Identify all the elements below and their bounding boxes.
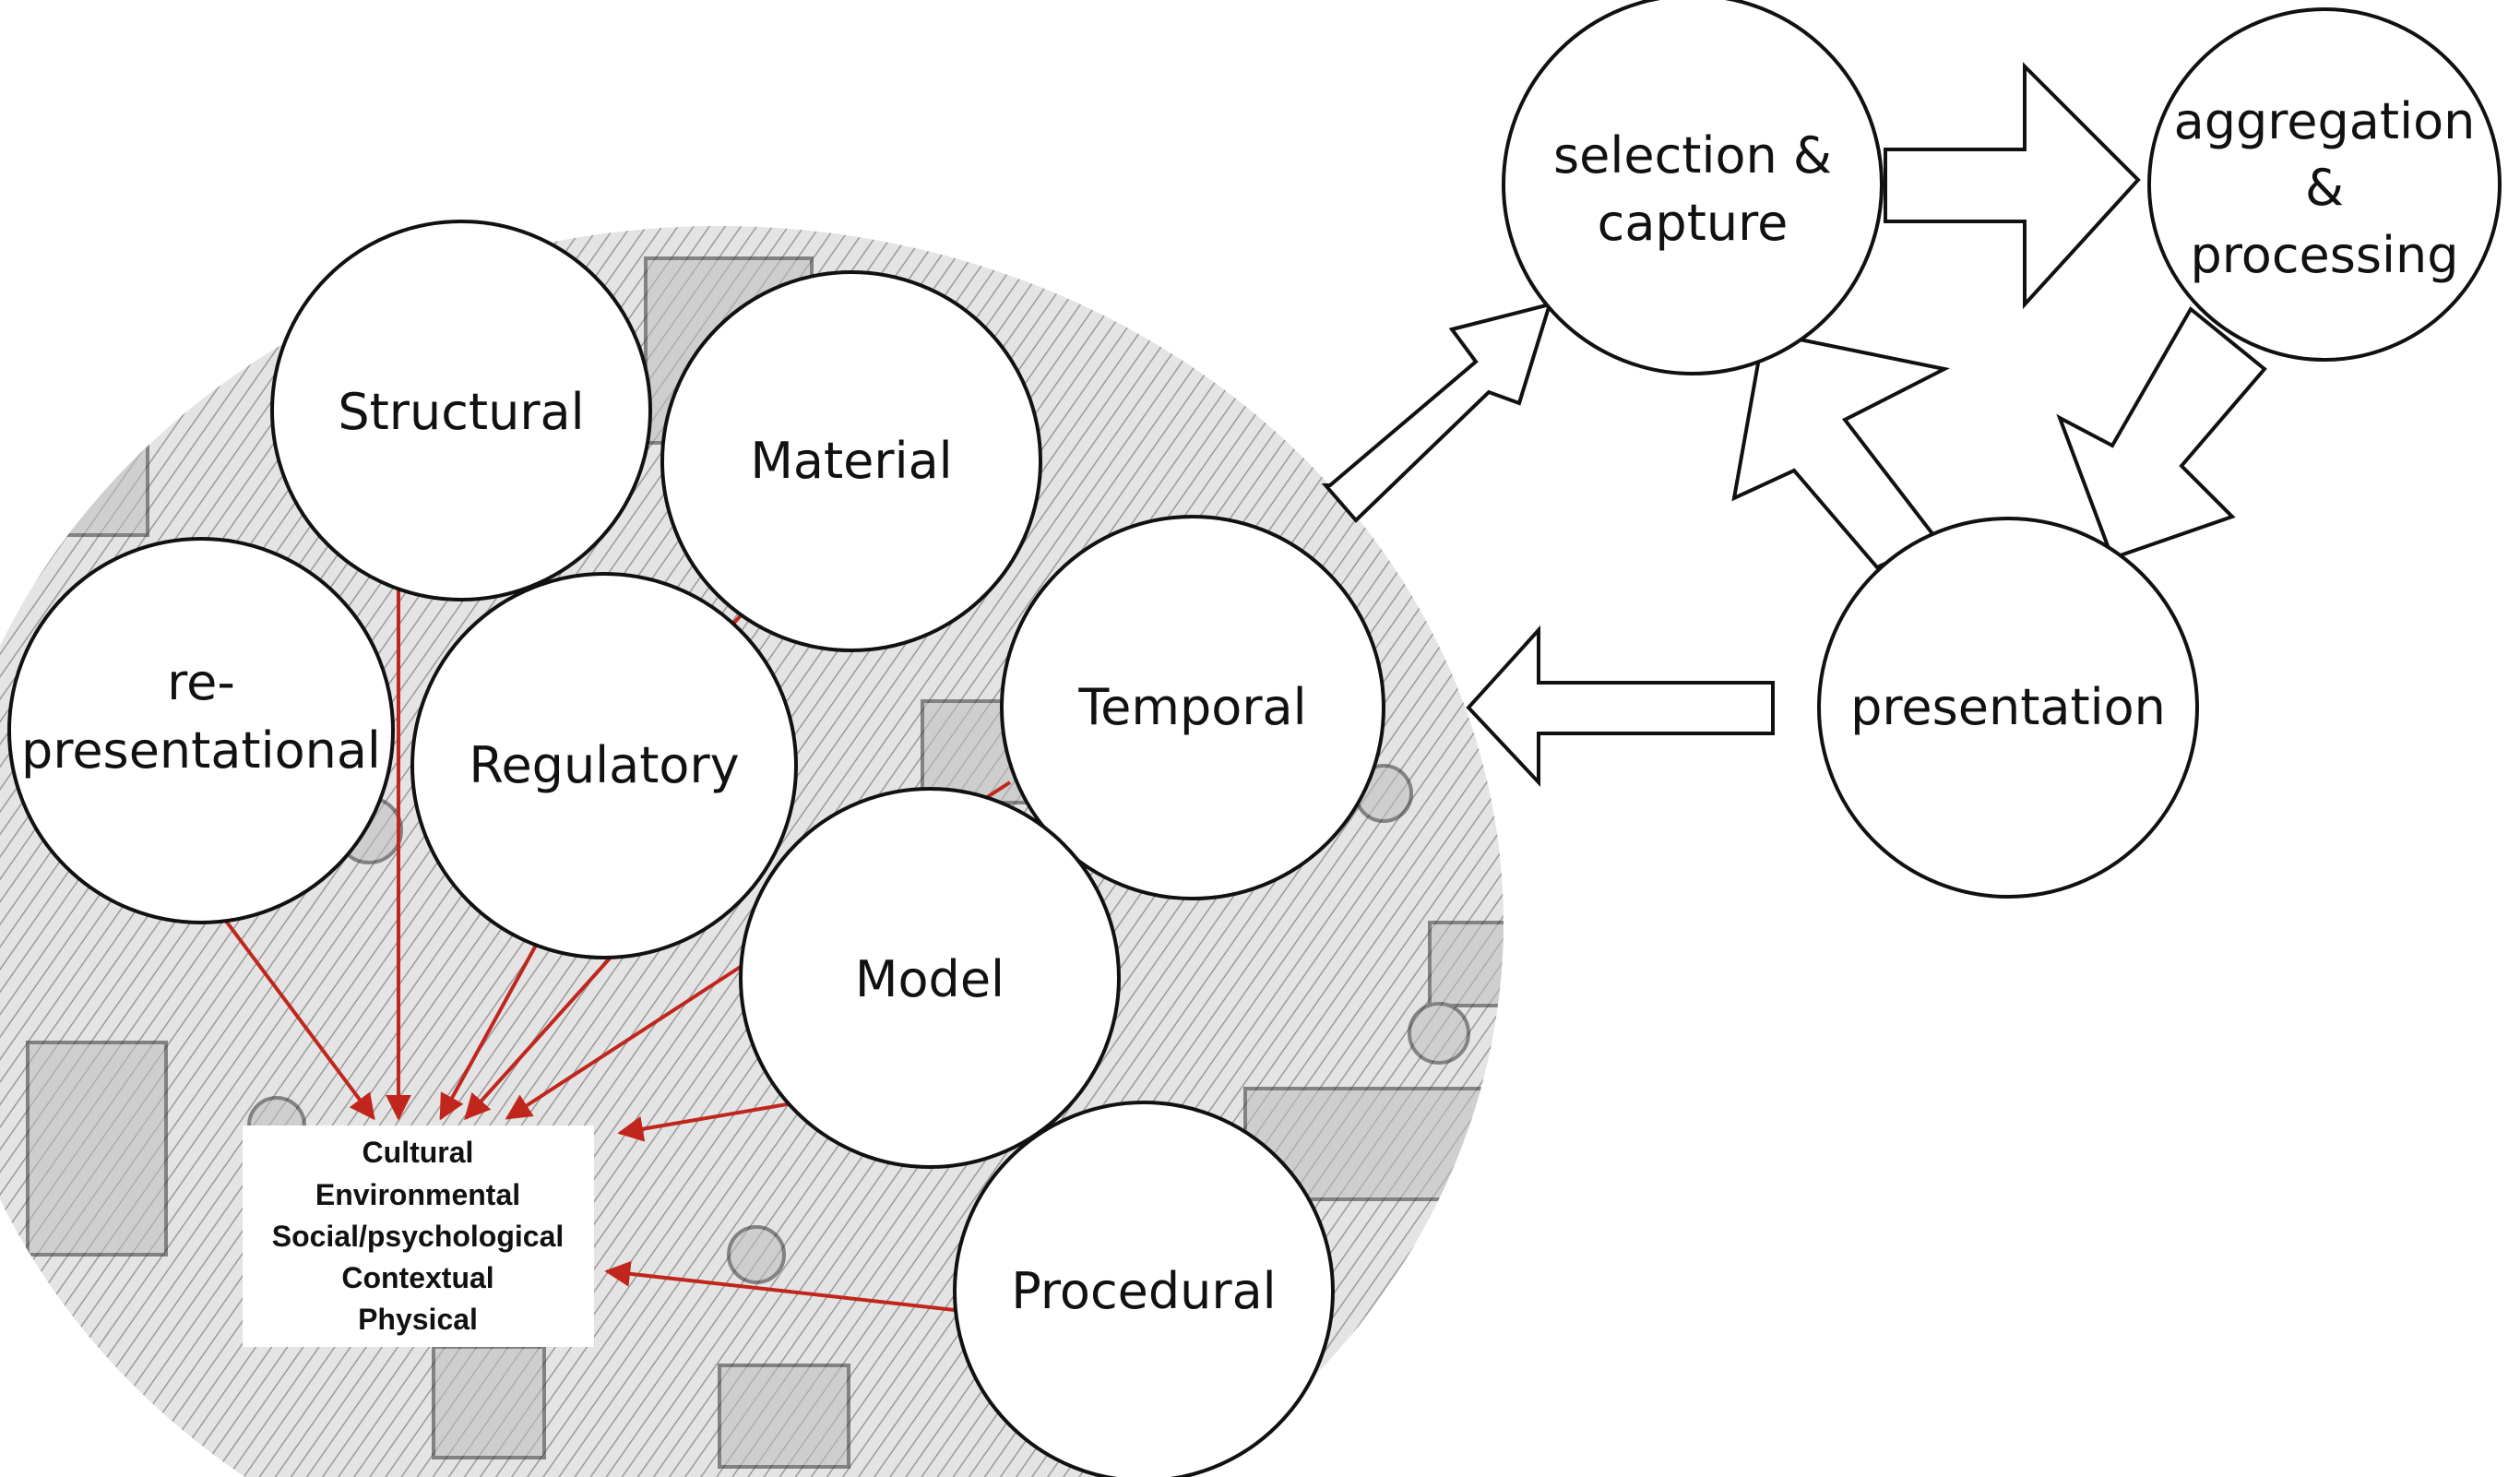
svg-text:capture: capture <box>1598 194 1789 252</box>
svg-text:aggregation: aggregation <box>2174 92 2476 150</box>
arrow-presentation-to-selection <box>1731 329 1951 570</box>
svg-text:&: & <box>2305 159 2344 217</box>
node-material: Material <box>660 270 1042 652</box>
svg-text:presentational: presentational <box>21 721 381 780</box>
arrow-presentation-to-cluster <box>1466 625 1775 788</box>
svg-text:Procedural: Procedural <box>1011 1262 1276 1320</box>
svg-text:selection &: selection & <box>1553 126 1832 185</box>
context-social-psychological: Social/psychological <box>272 1220 565 1253</box>
svg-text:Model: Model <box>855 950 1004 1008</box>
node-aggregation-processing: aggregation & processing <box>2147 7 2502 362</box>
svg-text:re-: re- <box>167 653 235 711</box>
svg-text:Regulatory: Regulatory <box>469 736 739 794</box>
node-temporal: Temporal <box>1000 515 1385 900</box>
context-cultural: Cultural <box>363 1136 474 1169</box>
node-procedural: Procedural <box>953 1101 1335 1477</box>
node-structural: Structural <box>270 220 652 602</box>
svg-text:processing: processing <box>2190 226 2458 284</box>
hollow-arrows <box>1321 62 2267 788</box>
svg-text:Structural: Structural <box>338 383 584 441</box>
node-presentation: presentation <box>1817 517 2199 899</box>
node-selection-capture: selection & capture <box>1502 0 1884 375</box>
svg-text:presentation: presentation <box>1850 678 2166 736</box>
arrow-selection-to-aggregation <box>1884 62 2141 310</box>
node-model: Model <box>739 787 1121 1169</box>
context-contextual: Contextual <box>341 1261 493 1294</box>
arrow-to-selection <box>1321 302 1552 523</box>
node-representational: re- presentational <box>7 537 395 924</box>
context-physical: Physical <box>358 1303 478 1336</box>
svg-text:Temporal: Temporal <box>1077 678 1306 736</box>
arrow-aggregation-to-presentation <box>2056 305 2267 561</box>
node-regulatory: Regulatory <box>410 572 798 959</box>
context-box: Cultural Environmental Social/psychologi… <box>243 1126 594 1347</box>
context-environmental: Environmental <box>315 1178 520 1211</box>
svg-text:Material: Material <box>750 432 952 490</box>
